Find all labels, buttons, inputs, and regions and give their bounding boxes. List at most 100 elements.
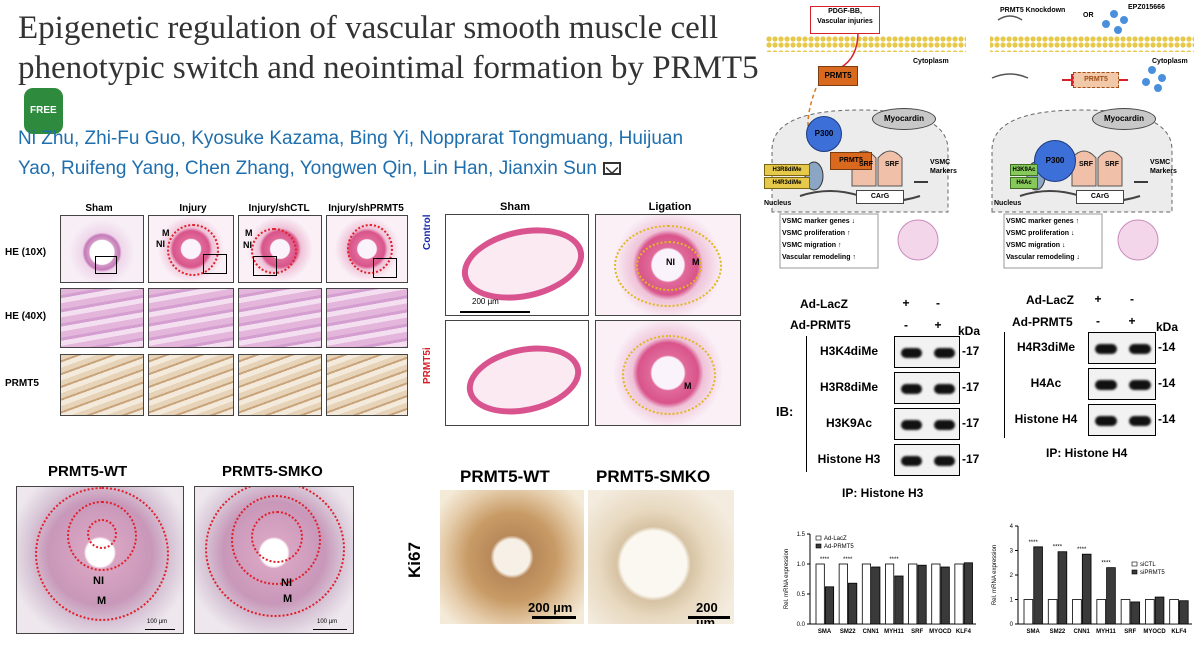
srf-label: SRF: [1079, 161, 1093, 168]
author-link[interactable]: Zhi-Fu Guo: [84, 128, 181, 149]
m-marker: M: [245, 228, 253, 238]
bar: [1130, 601, 1141, 625]
row-label-ad-lacz: Ad-LacZ: [1026, 293, 1074, 307]
legend-swatch: [815, 543, 822, 549]
row-label-he10: HE (10X): [5, 247, 47, 258]
author-link[interactable]: Ni Zhu: [18, 128, 74, 149]
outcome-item: Vascular remodeling ↑: [782, 252, 880, 264]
bar: [1169, 599, 1179, 625]
author-link[interactable]: Nopprarat Tongmuang: [419, 128, 609, 149]
bar: [1057, 551, 1068, 625]
author-list: Ni Zhu, Zhi-Fu Guo, Kyosuke Kazama, Bing…: [18, 128, 684, 179]
row-label-he40: HE (40X): [5, 311, 47, 322]
protein-band: [901, 348, 922, 358]
srf-label: SRF: [885, 161, 899, 168]
x-tick-label: MYH11: [884, 629, 904, 635]
band-label: H3R8diMe: [819, 380, 878, 394]
author-link[interactable]: Yongwen Qin: [299, 158, 413, 179]
srf-label: SRF: [1105, 161, 1119, 168]
outcome-item: VSMC proliferation ↓: [1006, 228, 1104, 240]
protein-band: [1129, 380, 1151, 390]
kda-value: -17: [962, 344, 980, 358]
x-tick-label: KLF4: [1171, 629, 1187, 635]
col-label-ligation: Ligation: [648, 201, 692, 213]
outcome-item: VSMC marker genes ↓: [782, 216, 880, 228]
knockdown-label: PRMT5 Knockdown: [1000, 7, 1066, 14]
drug-label: EPZ015666: [1128, 4, 1165, 11]
bar: [1081, 553, 1092, 625]
outcome-item: VSMC proliferation ↑: [782, 228, 880, 240]
histone-mark: H3K9Ac: [1010, 164, 1038, 176]
sign: +: [934, 318, 942, 332]
x-tick-label: SRF: [911, 629, 923, 635]
cytoplasm-label: Cytoplasm: [1152, 58, 1188, 65]
histone-mark: H4Ac: [1010, 177, 1038, 189]
protein-band: [1129, 416, 1151, 426]
scale-label: 100 µm: [317, 619, 338, 625]
title-text: Epigenetic regulation of vascular smooth…: [18, 10, 759, 86]
envelope-icon[interactable]: [602, 162, 621, 176]
row-label-prmt5: PRMT5: [5, 378, 39, 389]
y-tick-label: 4: [1010, 524, 1014, 530]
outcome-text: VSMC proliferation: [782, 230, 847, 237]
author-link[interactable]: Lin Han: [422, 158, 489, 179]
blot-strip: [1088, 368, 1156, 400]
micrograph-wt: NI M 100 µm: [16, 486, 184, 634]
x-tick-label: SMA: [818, 629, 832, 635]
bar: [1033, 546, 1043, 625]
protein-band: [934, 348, 955, 358]
label-prmt5-smko: PRMT5-SMKO: [596, 467, 711, 486]
protein-band: [901, 456, 922, 466]
prmt5-box-inhibited: PRMT5: [1073, 72, 1119, 88]
author-link[interactable]: Bing Yi: [349, 128, 409, 149]
p300-circle: P300: [806, 116, 842, 152]
author-link[interactable]: Kyosuke Kazama: [191, 128, 340, 149]
bar: [1023, 599, 1034, 625]
outcome-item: VSMC migration ↑: [782, 240, 880, 252]
lumen-outline: [35, 487, 169, 621]
vessel-ring: [460, 335, 588, 425]
nucleus-label: Nucleus: [994, 200, 1022, 207]
bar: [1106, 567, 1116, 625]
row-label-ad-lacz: Ad-LacZ: [800, 297, 848, 311]
drug-molecules: [1102, 10, 1166, 92]
author-link[interactable]: Ruifeng Yang: [60, 158, 175, 179]
significance-marker: ****: [1077, 547, 1087, 553]
bar: [1120, 599, 1131, 625]
or-label: OR: [1083, 12, 1094, 19]
m-marker: M: [684, 381, 692, 391]
x-tick-label: SM22: [840, 629, 856, 635]
kda-value: -17: [962, 380, 980, 394]
scale-bar: [313, 629, 347, 630]
significance-marker: ****: [1028, 540, 1038, 546]
blot-strip: [894, 336, 960, 368]
protein-band: [934, 420, 955, 430]
shrna-hairpin: [991, 73, 1029, 79]
outcome-text: Vascular remodeling: [782, 254, 853, 261]
y-tick-label: 1: [1010, 598, 1014, 604]
bar: [1096, 599, 1106, 625]
legend-swatch: [1131, 561, 1138, 567]
kda-value: -14: [1158, 412, 1176, 426]
micrograph-control-sham: 200 µm: [445, 214, 589, 316]
cell-membrane: [990, 36, 1194, 52]
band-label: Histone H4: [1014, 412, 1078, 426]
author-link[interactable]: Huijuan Yao: [18, 128, 684, 179]
x-tick-label: CNN1: [1074, 629, 1091, 635]
inset-box: [253, 256, 277, 276]
bar: [861, 563, 872, 625]
outcome-box: [779, 213, 879, 269]
author-link[interactable]: Jianxin Sun: [498, 158, 597, 179]
prmt5-box: PRMT5: [830, 152, 872, 170]
cytoplasm-label: Cytoplasm: [913, 58, 949, 65]
bar: [824, 586, 835, 625]
micrograph-shprmt5-he40: [326, 288, 408, 348]
bar: [1047, 599, 1058, 625]
outcome-item: VSMC migration ↓: [1006, 240, 1104, 252]
x-tick-label: MYH11: [1096, 629, 1116, 635]
x-tick-label: SRF: [1124, 629, 1136, 635]
author-link[interactable]: Chen Zhang: [184, 158, 290, 179]
y-tick-label: 0.0: [797, 622, 806, 628]
x-tick-label: MYOCD: [929, 629, 952, 635]
